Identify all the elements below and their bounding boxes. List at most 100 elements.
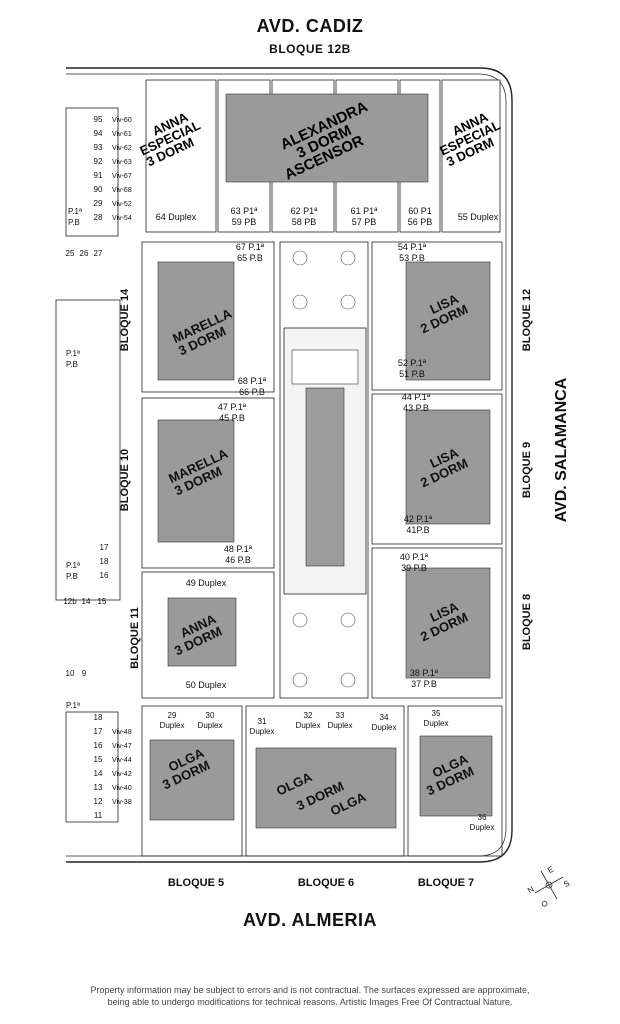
unit-label-55: 55 Duplex [458,212,499,222]
parking-number: 90 [94,185,103,194]
parking-edge-mid-b: P.B [66,572,78,581]
unit-label-47: 47 P.1ª [218,402,247,412]
block-5-label: BLOQUE 5 [168,877,224,889]
parking-row-number: 9 [82,669,87,678]
block-12b-label: BLOQUE 12B [269,42,351,56]
disclaimer-line-2: being able to undergo modifications for … [107,997,513,1007]
parking-strip-mid [55,299,121,601]
parking-number: 29 [94,199,103,208]
pool-water [305,387,345,567]
block-11-label: BLOQUE 11 [129,607,141,669]
unit-label-33: Duplex [328,721,353,730]
block-6-label: BLOQUE 6 [298,877,354,889]
parking-label: Viv-52 [112,201,132,208]
unit-label-52: 52 P.1ª [398,358,427,368]
unit-label-29: Duplex [160,721,185,730]
compass-east: E [546,865,555,875]
unit-label-38: 38 P.1ª [410,668,439,678]
compass-south: S [562,879,571,889]
unit-label-38: 37 P.B [411,679,437,689]
unit-label-67: 67 P.1ª [236,242,265,252]
parking-strip-bot [65,711,119,823]
unit-label-31: 31 [258,717,267,726]
parking-number: 16 [100,571,109,580]
unit-label-34: 34 [380,713,389,722]
unit-label-31: Duplex [250,727,275,736]
garden-tree [340,672,356,688]
parking-label: Viv-40 [112,785,132,792]
unit-label-60: 60 P1 [408,206,432,216]
garden-tree [292,672,308,688]
unit-label-68: 68 P.1ª [238,376,267,386]
marella-building-1 [157,261,235,381]
olga-building-2 [255,747,397,829]
parking-number: 16 [94,741,103,750]
parking-label: Viv-44 [112,757,132,764]
parking-row-number: 15 [98,597,107,606]
common-garden [279,241,369,699]
parking-number: 95 [94,115,103,124]
parking-row-number: 14 [82,597,91,606]
parking-number: 93 [94,143,103,152]
parking-label: Viv-61 [112,131,132,138]
unit-label-33: 33 [336,711,345,720]
parking-row-number: 12b [63,597,77,606]
street-east-label: AVD. SALAMANCA [553,377,570,522]
site-inner-boundary [66,73,507,857]
unit-label-30: 30 [206,711,215,720]
unit-label-63: 59 PB [232,217,257,227]
site-boundary [66,67,513,863]
parking-number: 12 [94,797,103,806]
parking-label: Viv-60 [112,117,132,124]
unit-label-60: 56 PB [408,217,433,227]
block-12b-house-64 [145,79,217,233]
parking-number: 17 [100,543,109,552]
parking-number: 14 [94,769,103,778]
unit-label-62: 58 PB [292,217,317,227]
block-8-label: BLOQUE 8 [521,594,533,650]
garden-tree [340,250,356,266]
block-12-plot [371,241,503,391]
block-8-plot [371,547,503,699]
parking-number: 11 [94,811,103,820]
garden-tree [340,294,356,310]
olga-building-1 [149,739,235,821]
parking-number: 13 [94,783,103,792]
street-north: AVD. CADIZ [256,16,364,36]
parking-number: 28 [94,213,103,222]
unit-label-42: 41P.B [406,525,429,535]
garden-tree [292,294,308,310]
block-10-label: BLOQUE 10 [119,449,131,511]
parking-label: Viv-62 [112,145,132,152]
block-11-plot [141,571,275,699]
anna-building [167,597,237,667]
unit-label-48: 48 P.1ª [224,544,253,554]
parking-number: 15 [94,755,103,764]
disclaimer: Property information may be subject to e… [30,984,590,1008]
unit-label-40: 39 P.B [401,563,427,573]
block-7-label: BLOQUE 7 [418,877,474,889]
unit-label-34: Duplex [372,723,397,732]
unit-label-52: 51 P.B [399,369,425,379]
pool-top-deck [291,349,359,385]
unit-label-35: 35 [432,709,441,718]
olga-building-3 [419,735,493,817]
unit-label-64: 64 Duplex [156,212,197,222]
parking-label: Viv-54 [112,215,132,222]
unit-label-44: 44 P.1ª [402,392,431,402]
unit-label-35: Duplex [424,719,449,728]
parking-row-number: 10 [66,669,75,678]
parking-row-number: 27 [94,249,103,258]
unit-label-62: 62 P1ª [291,206,319,216]
unit-label-49: 49 Duplex [186,578,227,588]
parking-row-number: 26 [80,249,89,258]
lisa-building-3 [405,567,491,679]
parking-edge-mid-a: P.1ª [66,349,80,358]
block-14-label: BLOQUE 14 [119,288,131,351]
block-5-plot [141,705,243,857]
block-14-plot [141,241,275,393]
block-12b-house-55 [441,79,501,233]
parking-label: Viv-42 [112,771,132,778]
unit-label-44: 43 P.B [403,403,429,413]
